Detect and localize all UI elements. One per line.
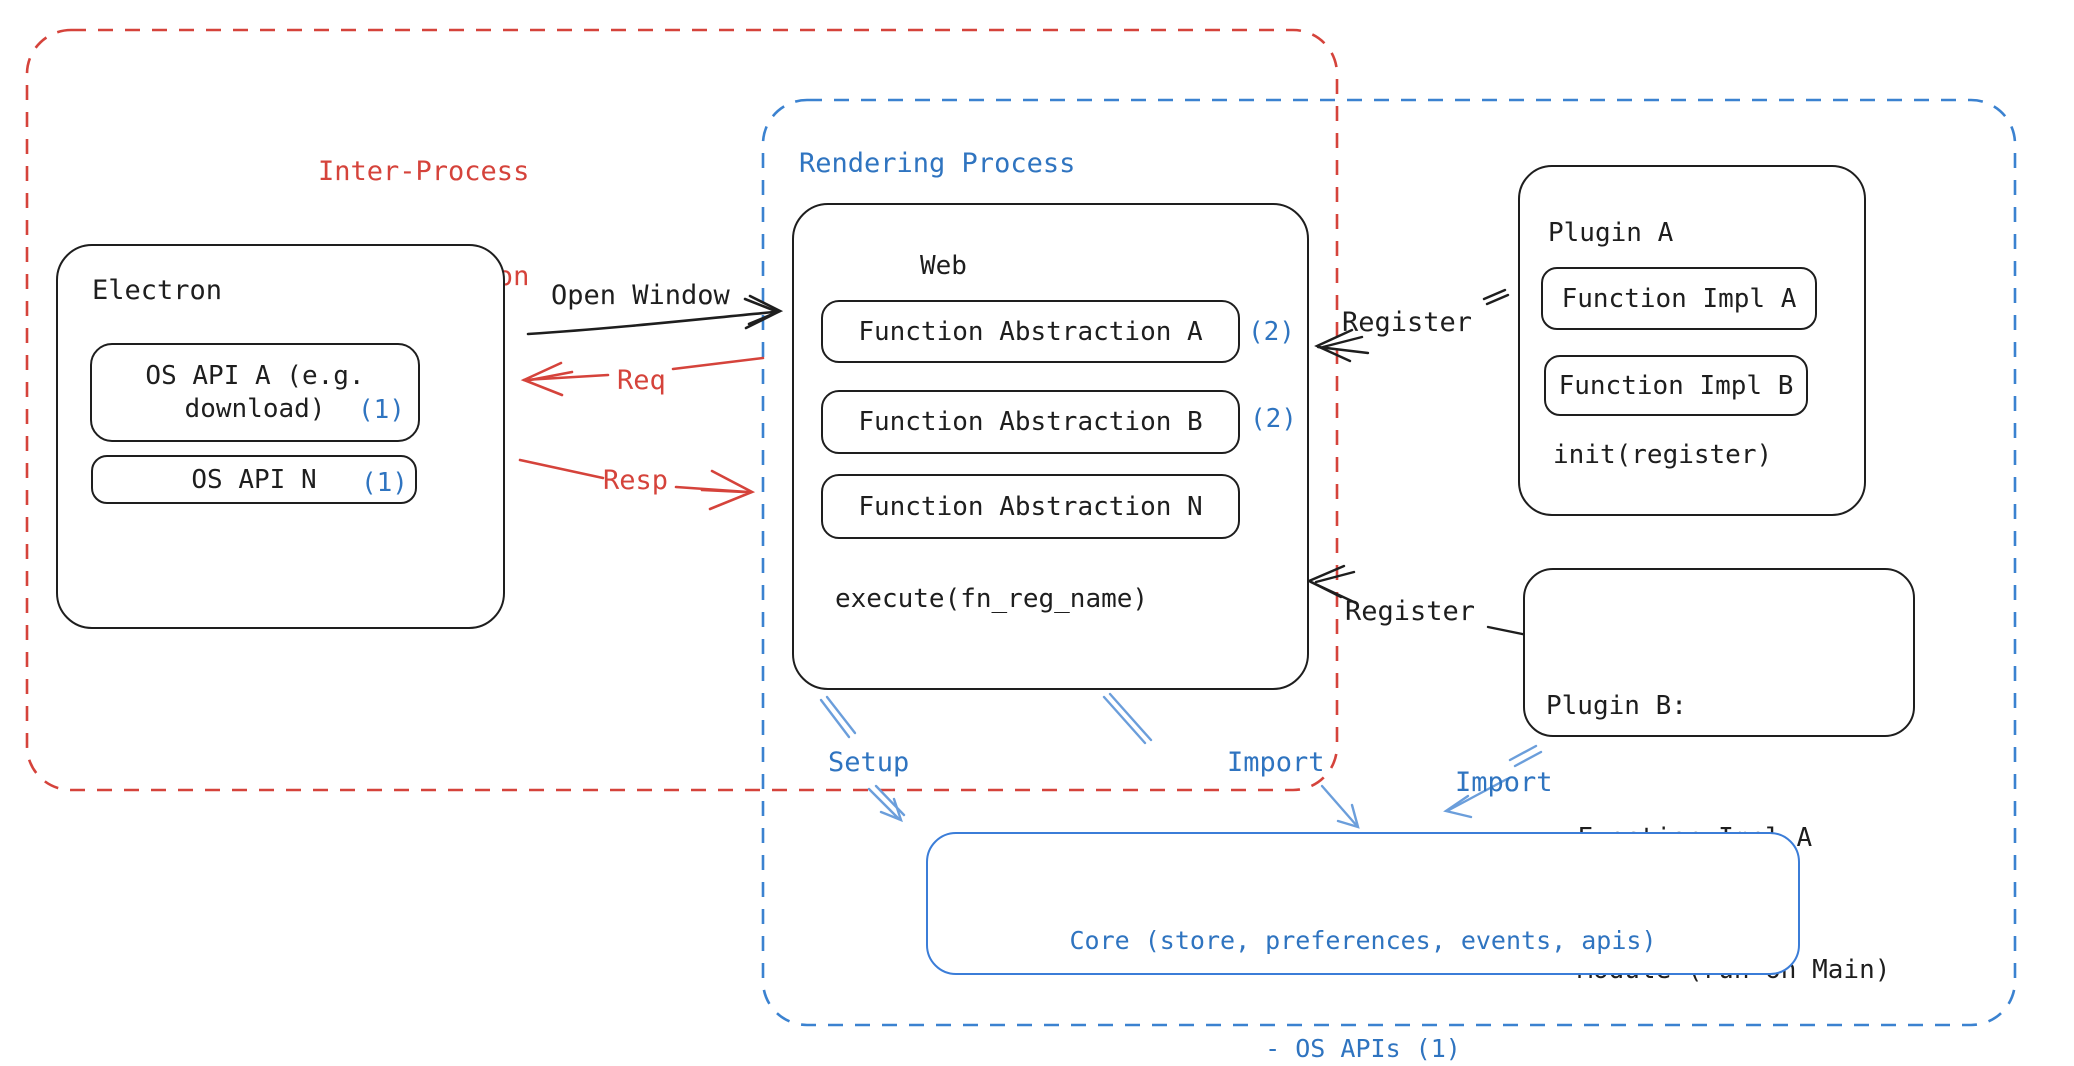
function-abstraction-a-label: Function Abstraction A [858, 316, 1203, 347]
os-api-n-badge: (1) [361, 468, 408, 498]
setup-arrow [819, 695, 906, 823]
import-web-arrow [1102, 692, 1360, 829]
ipc-region-label-line1: Inter-Process [318, 156, 530, 187]
plugin-b-box [1523, 568, 1915, 737]
os-api-n-label: OS API N [191, 464, 317, 495]
setup-label: Setup [828, 747, 910, 778]
function-abstraction-b-box: Function Abstraction B [821, 390, 1240, 454]
function-abstraction-a-box: Function Abstraction A [821, 300, 1240, 363]
plugin-a-init-text: init(register) [1553, 440, 1773, 470]
os-api-a-badge: (1) [358, 395, 405, 425]
import-plugin-label: Import [1455, 767, 1553, 798]
plugin-a-box [1518, 165, 1866, 516]
electron-title: Electron [92, 275, 223, 306]
function-abstraction-n-label: Function Abstraction N [858, 491, 1203, 522]
register-a-arrow [1314, 288, 1510, 363]
core-line-title: Core (store, preferences, events, apis) [1069, 926, 1657, 955]
os-api-a-line1: OS API A (e.g. [145, 360, 365, 391]
open-window-label: Open Window [551, 280, 730, 311]
function-abstraction-b-label: Function Abstraction B [858, 407, 1203, 437]
open-window-arrow [526, 294, 784, 336]
function-abstraction-b-badge: (2) [1250, 404, 1297, 434]
resp-label: Resp [603, 465, 669, 496]
function-impl-a-box: Function Impl A [1541, 267, 1817, 330]
plugin-a-title: Plugin A [1548, 218, 1674, 248]
register-a-label: Register [1342, 307, 1473, 338]
function-abstraction-a-badge: (2) [1248, 317, 1295, 347]
os-api-n-box: OS API N [91, 455, 417, 504]
os-api-a-line2: download) [184, 393, 326, 424]
function-impl-a-label: Function Impl A [1561, 283, 1797, 314]
import-plugin-arrow [1443, 744, 1543, 819]
ipc-dashed-region [25, 28, 1339, 792]
core-text: Core (store, preferences, events, apis) … [926, 851, 1800, 1066]
function-abstraction-n-box: Function Abstraction N [821, 474, 1240, 539]
core-line-os-apis: - OS APIs (1) [1265, 1034, 1461, 1063]
plugin-b-title: Plugin B: [1546, 691, 1687, 721]
core-box [926, 832, 1800, 975]
rendering-dashed-region [761, 98, 2017, 1027]
execute-text: execute(fn_reg_name) [835, 584, 1149, 614]
function-impl-b-box: Function Impl B [1544, 355, 1808, 416]
os-api-a-box: OS API A (e.g. download) [90, 343, 420, 442]
resp-arrow [518, 458, 756, 511]
import-web-label: Import [1227, 747, 1325, 778]
rendering-region-label: Rendering Process [799, 148, 1076, 179]
req-arrow [520, 356, 765, 397]
register-b-label: Register [1345, 596, 1476, 627]
web-title: Web [920, 251, 967, 281]
function-impl-b-label: Function Impl B [1558, 370, 1794, 401]
req-label: Req [617, 365, 666, 396]
